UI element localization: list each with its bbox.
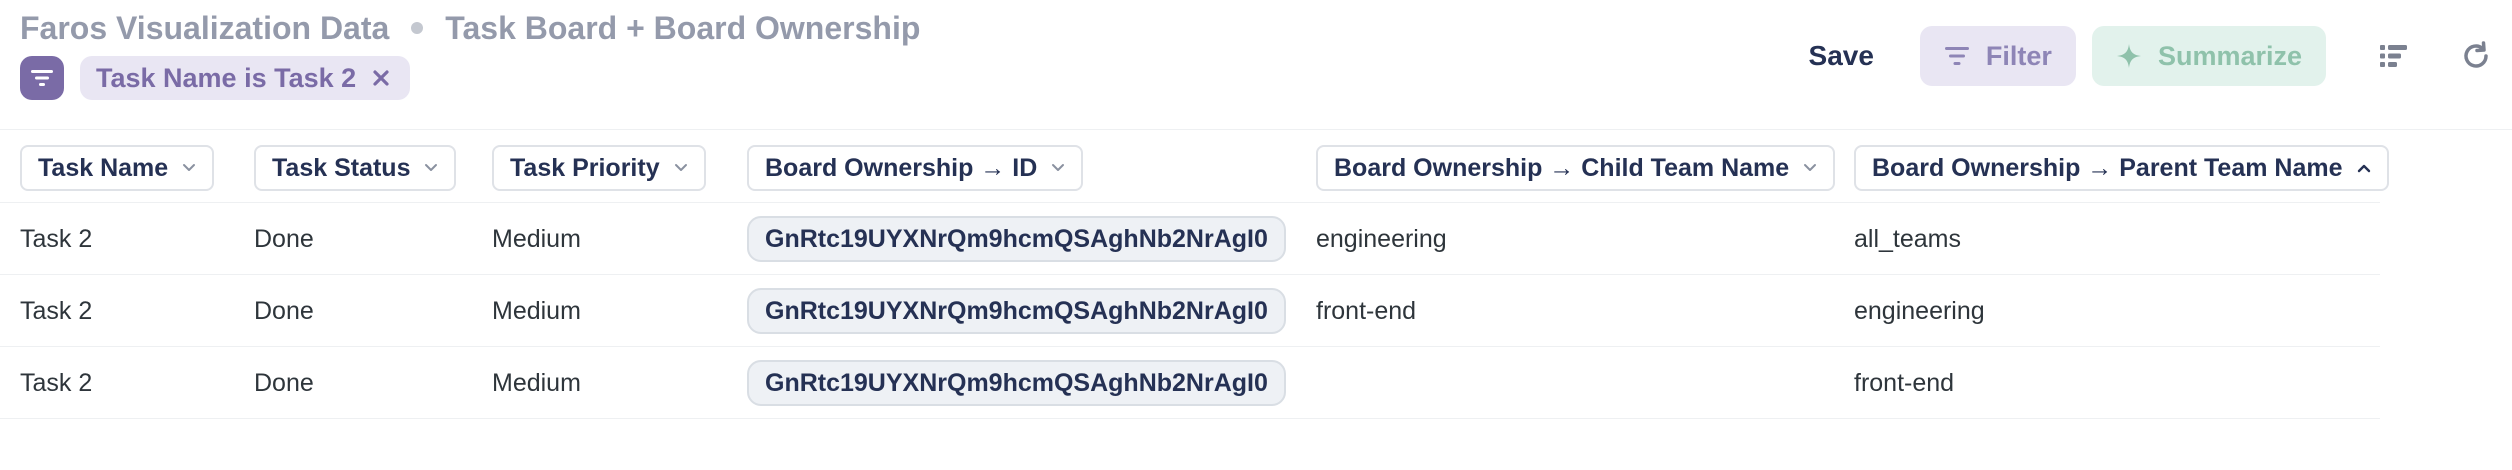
chevron-down-icon <box>425 164 438 171</box>
column-header-task-status[interactable]: Task Status <box>254 145 457 191</box>
refresh-button[interactable] <box>2456 36 2496 76</box>
cell-task-priority[interactable]: Medium <box>492 368 581 397</box>
filter-button[interactable]: Filter <box>1919 26 2076 86</box>
cell-parent-team-name[interactable]: all_teams <box>1854 224 1961 253</box>
table-row: Task 2 Done Medium GnRtc19UYXNrQm9hcmQSA… <box>0 347 2380 419</box>
summarize-button-label: Summarize <box>2157 40 2302 71</box>
id-link-pill[interactable]: GnRtc19UYXNrQm9hcmQSAghNb2NrAgI0 <box>747 216 1286 262</box>
filter-lines-icon <box>1944 47 1969 65</box>
cell-board-ownership-id: GnRtc19UYXNrQm9hcmQSAghNb2NrAgI0 <box>747 347 1286 419</box>
results-table: Task Name Task Status Task Priority Boar… <box>0 131 2389 419</box>
chevron-down-icon <box>1804 164 1817 171</box>
filter-row: Task Name is Task 2 <box>20 56 411 100</box>
column-header-child-team-name[interactable]: Board Ownership → Child Team Name <box>1316 145 1836 191</box>
cell-task-priority[interactable]: Medium <box>492 224 581 253</box>
cell-child-team-name[interactable]: front-end <box>1316 296 1417 325</box>
table-row: Task 2 Done Medium GnRtc19UYXNrQm9hcmQSA… <box>0 203 2380 275</box>
cell-task-name[interactable]: Task 2 <box>20 368 93 397</box>
id-link-pill[interactable]: GnRtc19UYXNrQm9hcmQSAghNb2NrAgI0 <box>747 360 1286 406</box>
column-header-parent-team-name[interactable]: Board Ownership → Parent Team Name <box>1854 145 2389 191</box>
filter-pill-label: Task Name is Task 2 <box>96 62 357 93</box>
chevron-down-icon <box>183 164 196 171</box>
cell-board-ownership-id: GnRtc19UYXNrQm9hcmQSAghNb2NrAgI0 <box>747 203 1286 275</box>
filter-toggle-button[interactable] <box>20 56 64 100</box>
cell-task-status[interactable]: Done <box>254 296 314 325</box>
header-actions: Save Filter Summarize <box>1809 26 2512 86</box>
table-row: Task 2 Done Medium GnRtc19UYXNrQm9hcmQSA… <box>0 275 2380 347</box>
header: Faros Visualization Data Task Board + Bo… <box>0 0 2512 130</box>
column-header-label: Task Priority <box>510 153 660 182</box>
column-header-label: Task Status <box>272 153 411 182</box>
column-header-task-name[interactable]: Task Name <box>20 145 215 191</box>
chevron-down-icon <box>674 164 687 171</box>
column-header-board-ownership-id[interactable]: Board Ownership → ID <box>747 145 1084 191</box>
column-header-label: Task Name <box>38 153 169 182</box>
cell-child-team-name[interactable]: engineering <box>1316 224 1447 253</box>
cell-parent-team-name[interactable]: front-end <box>1854 368 1955 397</box>
cell-task-name[interactable]: Task 2 <box>20 296 93 325</box>
cell-task-priority[interactable]: Medium <box>492 296 581 325</box>
table-header: Task Name Task Status Task Priority Boar… <box>0 131 2389 203</box>
list-bullets-icon <box>2380 45 2407 67</box>
summarize-button[interactable]: Summarize <box>2091 26 2326 86</box>
cell-task-status[interactable]: Done <box>254 224 314 253</box>
column-header-label: Board Ownership → Child Team Name <box>1334 153 1790 182</box>
refresh-icon <box>2464 41 2488 68</box>
close-icon[interactable] <box>372 69 390 87</box>
chevron-down-icon <box>1052 164 1065 171</box>
cell-task-name[interactable]: Task 2 <box>20 224 93 253</box>
id-link-pill[interactable]: GnRtc19UYXNrQm9hcmQSAghNb2NrAgI0 <box>747 288 1286 334</box>
breadcrumb-separator <box>411 22 424 34</box>
column-header-label: Board Ownership → Parent Team Name <box>1872 153 2343 182</box>
column-header-task-priority[interactable]: Task Priority <box>492 145 706 191</box>
filter-button-label: Filter <box>1985 40 2052 71</box>
column-header-label: Board Ownership → ID <box>765 153 1038 182</box>
cell-task-status[interactable]: Done <box>254 368 314 397</box>
save-button[interactable]: Save <box>1808 40 1874 71</box>
sparkle-icon <box>2116 44 2141 68</box>
list-view-button[interactable] <box>2374 36 2414 76</box>
cell-board-ownership-id: GnRtc19UYXNrQm9hcmQSAghNb2NrAgI0 <box>747 275 1286 347</box>
chevron-up-icon <box>2357 164 2370 173</box>
filter-pill[interactable]: Task Name is Task 2 <box>80 56 411 100</box>
breadcrumb-source[interactable]: Faros Visualization Data <box>20 9 390 46</box>
breadcrumb: Faros Visualization Data Task Board + Bo… <box>20 8 920 48</box>
breadcrumb-table[interactable]: Task Board + Board Ownership <box>445 9 921 46</box>
filter-lines-icon <box>31 70 53 86</box>
cell-parent-team-name[interactable]: engineering <box>1854 296 1985 325</box>
